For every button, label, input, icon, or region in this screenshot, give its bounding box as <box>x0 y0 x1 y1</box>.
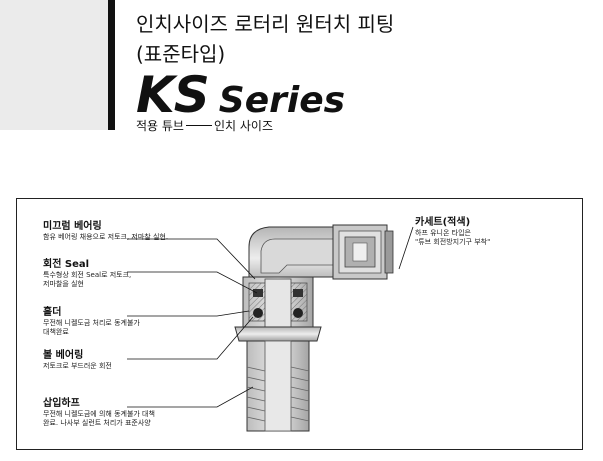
callout-cassette-desc1: 하프 유니온 타입은 <box>415 229 471 237</box>
callout-cassette-desc2: "튜브 회전방지기구 부착" <box>415 238 491 246</box>
header-grey-block <box>0 0 108 130</box>
diagram-frame: 미끄럼 베어링 함유 베어링 채용으로 저토크, 저마찰 실현. 회전 Seal… <box>16 198 583 450</box>
callout-rotary-seal-title: 회전 Seal <box>43 259 90 270</box>
callout-rotary-seal-desc1: 특수형상 회전 Seal로 저토크, <box>43 271 132 279</box>
rotary-seal-part <box>253 289 303 297</box>
callout-insert-title: 삽입하프 <box>43 398 80 409</box>
tube-label: 적용 튜브 <box>136 119 184 133</box>
callout-sliding-bearing-title: 미끄럼 베어링 <box>43 221 102 232</box>
callout-holder-desc2: 대책완료 <box>43 328 69 336</box>
callout-sliding-bearing: 미끄럼 베어링 함유 베어링 채용으로 저토크, 저마찰 실현. <box>43 221 168 242</box>
applicable-tube: 적용 튜브 인치 사이즈 <box>136 117 273 134</box>
header-black-bar <box>108 0 115 130</box>
series-word: Series <box>218 80 346 121</box>
callout-insert: 삽입하프 무전해 니켈도금에 의해 동계불가 대책 완료. 나사부 실런트 처리… <box>43 398 155 428</box>
callout-holder: 홀더 무전해 니켈도금 처리로 동계불가 대책완료 <box>43 307 140 337</box>
leader-lines <box>127 226 414 408</box>
callout-ball-bearing: 볼 베어링 저토크로 부드러운 회전 <box>43 350 112 371</box>
callout-insert-desc2: 완료. 나사부 실런트 처리가 표준사양 <box>43 419 151 427</box>
ball-bearing-part <box>253 308 303 318</box>
insert-part <box>234 326 322 432</box>
tube-value: 인치 사이즈 <box>213 119 273 133</box>
callout-cassette-title: 카세트(적색) <box>415 217 471 228</box>
callout-ball-bearing-desc: 저토크로 부드러운 회전 <box>43 362 112 370</box>
callout-sliding-bearing-desc: 함유 베어링 채용으로 저토크, 저마찰 실현. <box>43 233 169 241</box>
series-code: KS <box>136 66 210 124</box>
callout-ball-bearing-title: 볼 베어링 <box>43 350 84 361</box>
callout-holder-title: 홀더 <box>43 307 62 318</box>
page-title: 인치사이즈 로터리 원터치 피팅 <box>136 12 395 36</box>
callout-rotary-seal: 회전 Seal 특수형상 회전 Seal로 저토크, 저마찰을 실현 <box>43 259 131 289</box>
callout-insert-desc1: 무전해 니켈도금에 의해 동계불가 대책 <box>43 410 155 418</box>
callout-cassette: 카세트(적색) 하프 유니온 타입은 "튜브 회전방지기구 부착" <box>415 217 490 247</box>
tube-dash <box>185 124 212 126</box>
page-subtitle: (표준타입) <box>136 42 226 66</box>
elbow-body <box>248 226 336 290</box>
callout-rotary-seal-desc2: 저마찰을 실현 <box>43 280 84 288</box>
fitting-cross-section <box>127 224 414 432</box>
cassette-part <box>332 224 394 280</box>
callout-holder-desc1: 무전해 니켈도금 처리로 동계불가 <box>43 319 140 327</box>
